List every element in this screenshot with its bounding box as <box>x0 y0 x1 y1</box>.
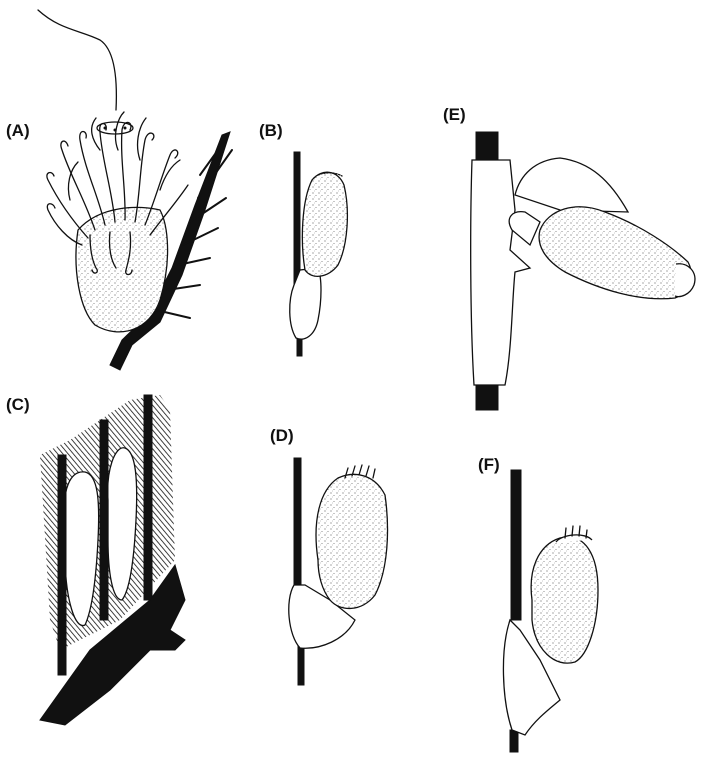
panel-label-f: (F) <box>478 455 500 474</box>
panel-label-c: (C) <box>6 395 30 414</box>
panel-label-b: (B) <box>259 121 283 140</box>
panel-f-drawing <box>502 469 599 753</box>
panel-d-drawing <box>288 457 389 686</box>
panel-label-d: (D) <box>270 426 294 445</box>
panel-e-drawing <box>470 131 696 411</box>
panel-c-drawing <box>39 394 186 726</box>
panel-label-a: (A) <box>6 121 30 140</box>
panel-b-drawing <box>289 151 349 357</box>
panel-a-drawing <box>37 9 233 371</box>
panel-label-e: (E) <box>443 105 466 124</box>
